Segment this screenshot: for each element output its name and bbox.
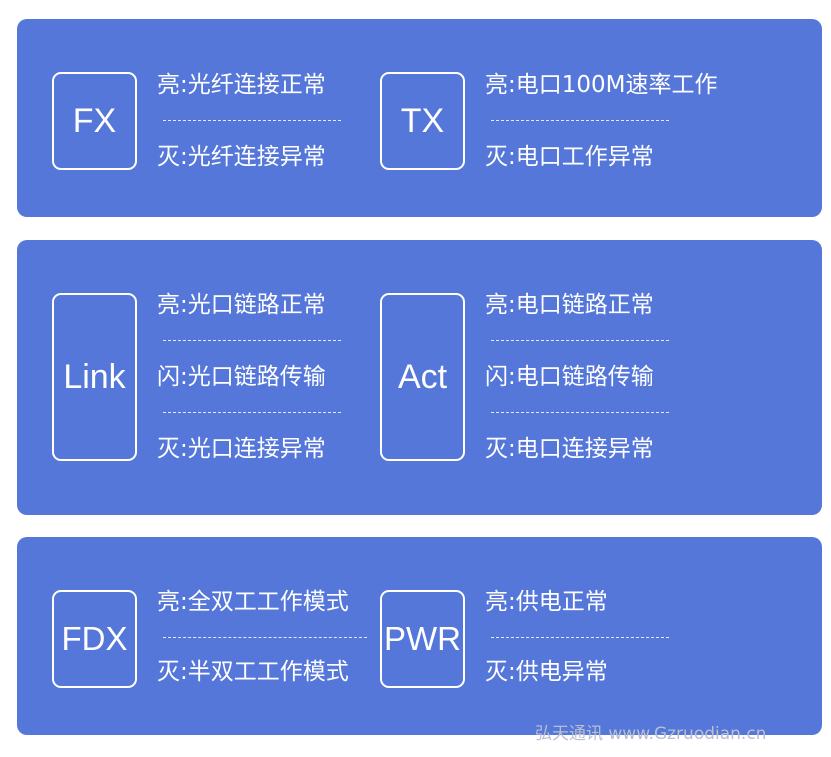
fdx-off-status-text: 灭:半双工工作模式 [157,659,349,685]
pwr-off-status-text: 灭:供电异常 [485,659,608,685]
tx-on-status-text: 亮:电口100M速率工作 [485,72,718,98]
act-divider-1 [491,340,669,341]
act-blink-status-text: 闪:电口链路传输 [485,364,654,390]
fx-off-status-text: 灭:光纤连接异常 [157,144,326,170]
link-on-status-text: 亮:光口链路正常 [157,292,326,318]
link-divider-2 [163,412,341,413]
fx-indicator-badge: FX [52,72,137,170]
indicator-panel-fx-tx: FX 亮:光纤连接正常 灭:光纤连接异常 TX 亮:电口100M速率工作 灭:电… [17,19,822,217]
pwr-indicator-badge: PWR [380,590,465,688]
fdx-on-status-text: 亮:全双工工作模式 [157,589,349,615]
link-off-status-text: 灭:光口连接异常 [157,436,326,462]
fx-divider [163,120,341,121]
watermark-text: 弘天通讯 www.Gzruodian.cn [535,724,767,744]
act-on-status-text: 亮:电口链路正常 [485,292,654,318]
indicator-panel-fdx-pwr: FDX 亮:全双工工作模式 灭:半双工工作模式 PWR 亮:供电正常 灭:供电异… [17,537,822,735]
tx-off-status-text: 灭:电口工作异常 [485,144,654,170]
pwr-divider [491,637,669,638]
tx-divider [491,120,669,121]
link-blink-status-text: 闪:光口链路传输 [157,364,326,390]
fdx-indicator-badge: FDX [52,590,137,688]
act-indicator-badge: Act [380,293,465,461]
act-off-status-text: 灭:电口连接异常 [485,436,654,462]
fx-on-status-text: 亮:光纤连接正常 [157,72,326,98]
fdx-divider [163,637,367,638]
pwr-on-status-text: 亮:供电正常 [485,589,608,615]
indicator-panel-link-act: Link 亮:光口链路正常 闪:光口链路传输 灭:光口连接异常 Act 亮:电口… [17,240,822,515]
link-indicator-badge: Link [52,293,137,461]
link-divider-1 [163,340,341,341]
tx-indicator-badge: TX [380,72,465,170]
act-divider-2 [491,412,669,413]
